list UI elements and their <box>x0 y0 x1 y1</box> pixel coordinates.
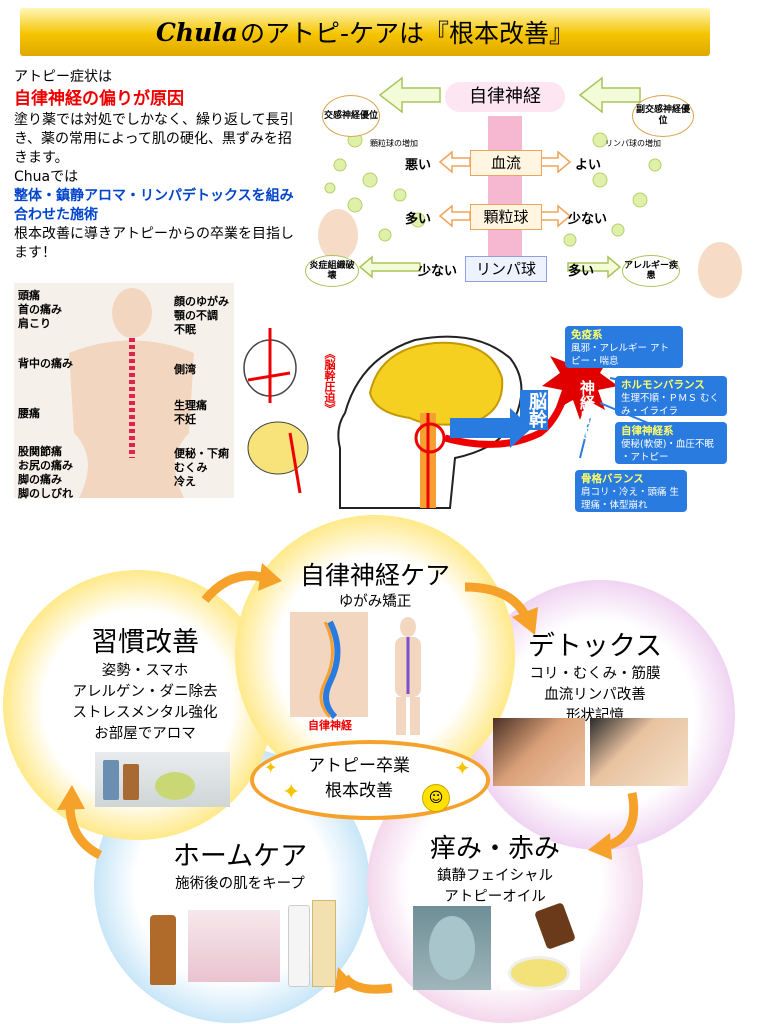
candle-icon <box>155 772 195 800</box>
cycle-bottom-left-title: ホームケア <box>172 841 308 872</box>
nerve-center-label: 自律神経 <box>445 82 565 112</box>
massage-photo-2 <box>590 718 688 786</box>
facial-photo <box>413 906 491 990</box>
cycle-bottom-right: 痒み・赤み 鎮静フェイシャル アトピーオイル <box>395 832 595 908</box>
parasympathetic-badge: 副交感神経優位 <box>632 95 694 137</box>
intro-chua: Chuaでは <box>14 169 79 185</box>
autonomic-box: 自律神経系便秘(軟便)・血圧不眠 ・アトピー <box>615 422 727 464</box>
sparkle-icon: ✦ <box>454 756 471 780</box>
spine-illustration <box>290 612 421 735</box>
cycle-bottom-left: ホームケア 施術後の肌をキープ <box>145 840 335 895</box>
row-blood-center: 血流 <box>470 150 542 176</box>
detox-photo <box>493 718 688 786</box>
oil-dish-icon <box>508 956 570 990</box>
intro-line1: アトピー症状は <box>14 69 112 85</box>
cycle-right-title: デトックス <box>527 631 663 662</box>
cycle-right: デトックス コリ・むくみ・筋膜 血流リンパ改善 形状記憶 <box>495 630 695 727</box>
oil-photo <box>500 902 580 990</box>
row-granulocyte-left: 多い <box>405 212 432 227</box>
row-lymph-right: 多い <box>568 264 595 279</box>
brainstem-label: 脳幹 <box>520 390 548 430</box>
nerve-compression-star-label: 神経圧迫 <box>578 380 596 440</box>
row-granulocyte-center: 顆粒球 <box>470 204 542 230</box>
intro-body2: 根本改善に導きアトピーからの卒業を目指します！ <box>14 226 294 261</box>
cycle-top-sub: ゆがみ矯正 <box>338 594 412 610</box>
brain-figure <box>243 328 661 509</box>
massage-photo-1 <box>493 718 585 786</box>
immune-box: 免疫系風邪・アレルギー アトピー・喘息 <box>565 326 683 368</box>
product-bottle-1 <box>150 915 176 985</box>
body-right-labels: 顔のゆがみ 顎の不調 不眠 側湾 生理痛 不妊 便秘・下痢 むくみ 冷え <box>174 295 229 488</box>
smile-icon: ☺ <box>422 784 450 812</box>
cycle-top: 自律神経ケア ゆがみ矯正 <box>275 560 475 613</box>
row-blood-right: よい <box>575 158 602 173</box>
cycle-left: 習慣改善 姿勢・スマホ アレルゲン・ダニ除去 ストレスメンタル強化 お部屋でアロ… <box>40 625 250 745</box>
product-set <box>188 910 280 982</box>
cycle-top-image: 自律神経 <box>290 612 440 737</box>
brand-name: Chula <box>156 17 238 47</box>
homecare-photo <box>150 900 340 987</box>
center-goal: ✦ ✦ ✦ アトピー卒業 根本改善 ☺ <box>250 740 490 820</box>
title-text: のアトピ-ケアは『根本改善』 <box>239 19 574 48</box>
aroma-bottle-1 <box>103 760 119 800</box>
face-mask-icon <box>429 916 475 980</box>
row-blood-left: 悪い <box>405 158 432 173</box>
body-left-labels: 頭痛 首の痛み 肩こり 背中の痛み 腰痛 股関節痛 お尻の痛み 脚の痛み 脚のし… <box>18 289 73 500</box>
body-figure <box>69 288 194 498</box>
cycle-bottom-left-sub: 施術後の肌をキープ <box>175 876 305 892</box>
center-line1: アトピー卒業 <box>308 756 410 776</box>
row-lymph-left: 少ない <box>418 264 458 279</box>
oil-bottle-icon <box>534 902 576 950</box>
product-bottle-2 <box>288 905 310 987</box>
intro-headline: 自律神経の偏りが原因 <box>14 89 184 109</box>
cycle-left-title: 習慣改善 <box>91 627 199 658</box>
hormone-box: ホルモンバランス生理不順・ＰＭＳ むくみ・イライラ <box>615 376 727 417</box>
allergy-badge: アレルギー疾患 <box>622 255 680 287</box>
lymphocyte-increase: リンパ球の増加 <box>605 139 661 148</box>
product-box <box>312 900 336 987</box>
aroma-photo <box>95 752 230 807</box>
row-lymph-center: リンパ球 <box>465 256 547 282</box>
sparkle-icon: ✦ <box>282 780 301 805</box>
sympathetic-badge: 交感神経優位 <box>322 95 380 137</box>
skeletal-box: 骨格バランス肩コリ・冷え・頭痛 生理痛・体型崩れ <box>575 470 687 512</box>
intro-body1: 塗り薬では対処でしかなく、繰り返して長引き、薬の常用によって肌の硬化、黒ずみを招… <box>14 112 294 166</box>
sparkle-icon: ✦ <box>264 758 278 777</box>
intro-text: アトピー症状は 自律神経の偏りが原因 塗り薬では対処でしかなく、繰り返して長引き… <box>14 68 304 263</box>
nerve-diagram: 自律神経 交感神経優位 副交感神経優位 顆粒球の増加 リンパ球の増加 悪い 血流… <box>300 70 750 305</box>
cycle-bottom-right-title: 痒み・赤み <box>429 834 560 864</box>
cycle-top-title: 自律神経ケア <box>299 561 450 590</box>
brain-diagram: 《脳幹圧迫》 脳幹 神経圧迫 免疫系風邪・アレルギー アトピー・喘息 ホルモンバ… <box>240 318 752 513</box>
inflammation-badge: 炎症組織破壊 <box>305 255 359 287</box>
brainstem-compression-label: 《脳幹圧迫》 <box>323 348 336 414</box>
body-diagram: 頭痛 首の痛み 肩こり 背中の痛み 腰痛 股関節痛 お尻の痛み 脚の痛み 脚のし… <box>14 283 234 500</box>
cycle-top-image-label: 自律神経 <box>308 719 352 732</box>
intro-services: 整体・鎮静アロマ・リンパデトックスを組み合わせた施術 <box>14 188 294 223</box>
aroma-bottle-2 <box>123 764 139 800</box>
center-line2: 根本改善 <box>325 781 393 801</box>
granulocyte-increase: 顆粒球の増加 <box>370 139 418 148</box>
row-granulocyte-right: 少ない <box>568 212 608 227</box>
